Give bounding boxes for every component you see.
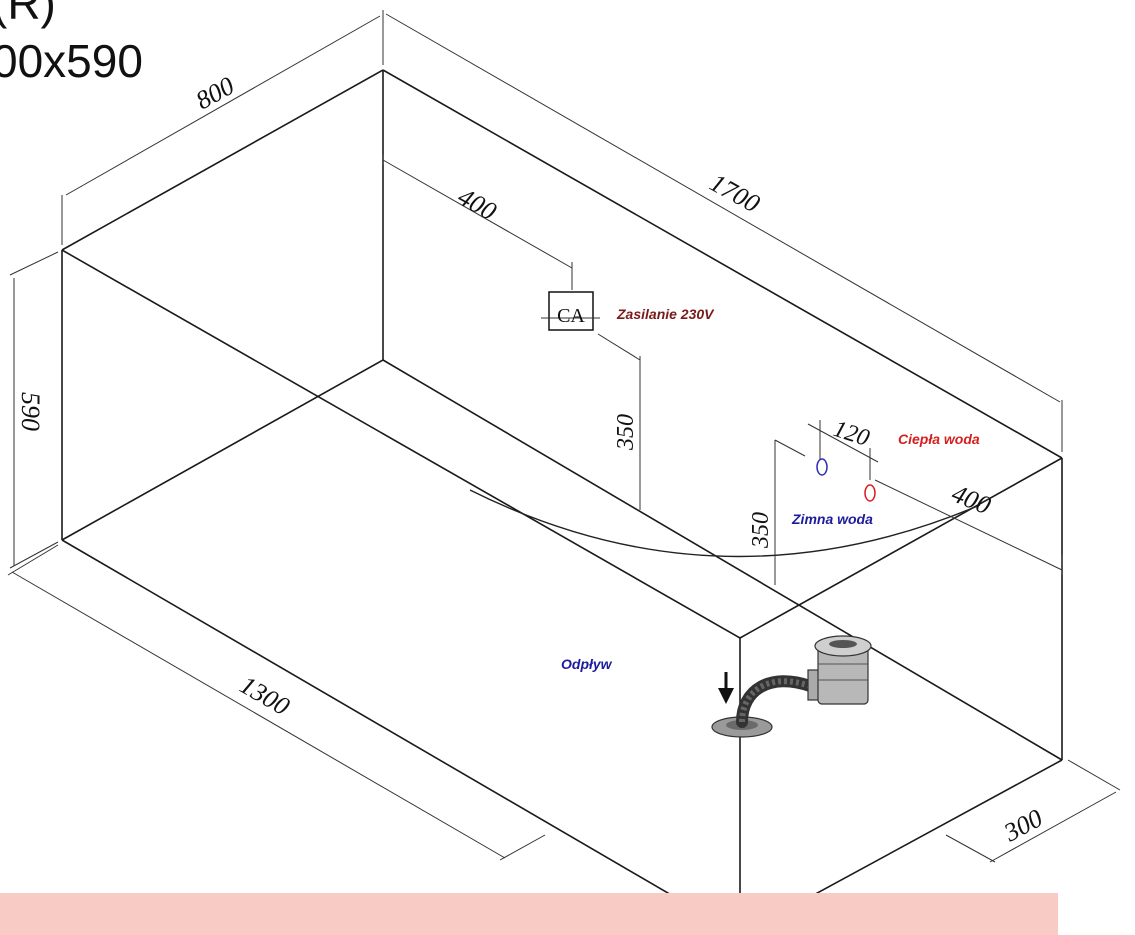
power-box-label: CA: [557, 305, 585, 327]
dim-label-1300: 1300: [235, 670, 295, 721]
dim-label-300: 300: [998, 803, 1047, 847]
title-line-2: 00x590: [0, 35, 143, 87]
dimension-1700: 1700: [385, 13, 1063, 452]
junction-box-icon: CA: [541, 291, 600, 331]
arrow-down-icon: [718, 672, 734, 704]
watermark-banner: [0, 893, 1058, 935]
cold-water-circle: [816, 458, 828, 476]
dimension-taps-350: 350: [748, 439, 806, 585]
dim-label-power-350: 350: [613, 414, 639, 451]
hot-water-circle: [864, 484, 876, 502]
title-line-1: (R): [0, 0, 56, 29]
dim-label-800: 800: [191, 71, 239, 115]
dim-label-taps-400: 400: [948, 479, 995, 520]
dimension-taps-400: 400: [874, 479, 1063, 575]
hot-water-label: Ciepła woda: [898, 431, 980, 447]
dim-label-120: 120: [830, 416, 872, 452]
dimension-1300: 1300: [7, 544, 546, 861]
dim-label-590: 590: [16, 392, 45, 431]
drain-label: Odpływ: [561, 656, 613, 672]
power-label: Zasilanie 230V: [616, 306, 715, 322]
cold-water-label: Zimna woda: [791, 511, 873, 527]
bathtub-box-outline: [61, 69, 1063, 935]
dimension-800: 800: [61, 10, 384, 245]
dim-label-power-400: 400: [453, 182, 501, 226]
dimension-590: 590: [9, 251, 59, 569]
dim-label-1700: 1700: [705, 168, 765, 219]
drain-siphon-icon: [711, 635, 872, 738]
dim-label-taps-350: 350: [748, 512, 774, 549]
dimension-taps-120: 120: [807, 416, 879, 480]
dimension-power-350: 350: [597, 333, 641, 510]
dimension-power-400: 400: [382, 155, 573, 290]
